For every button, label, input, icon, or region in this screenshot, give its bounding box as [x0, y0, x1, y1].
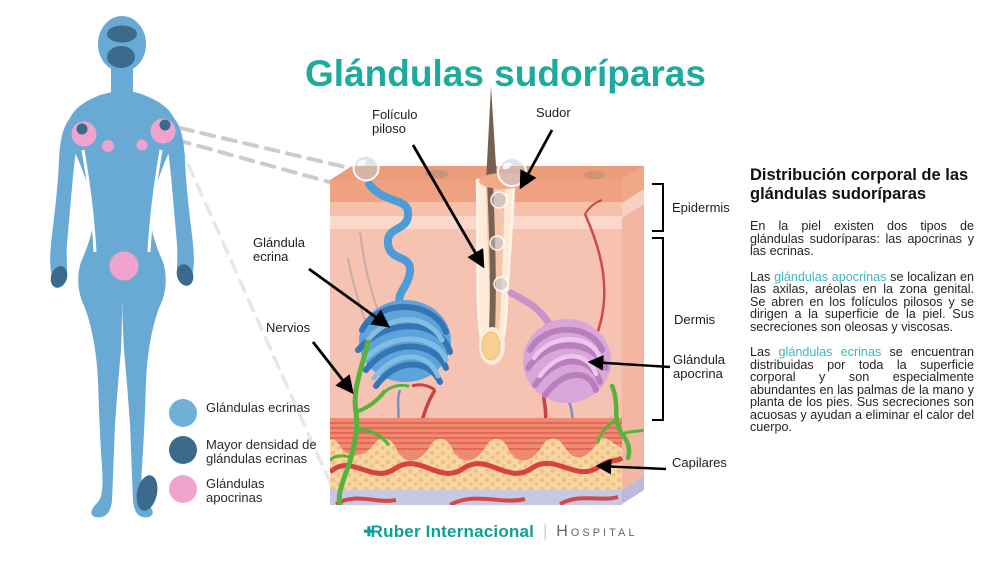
epidermis-bracket: [652, 183, 664, 232]
label-nervios: Nervios: [266, 320, 311, 335]
p2-lead: Las: [750, 269, 775, 284]
footer-logo: ✚Ruber Internacional | Hospital: [0, 522, 1001, 542]
label-epidermis: Epidermis: [672, 200, 730, 215]
skin-cross-section: [330, 86, 644, 505]
legend-item-apocrinas: Glándulas apocrinas: [169, 474, 329, 505]
label-dermis: Dermis: [674, 312, 716, 327]
label-glandula-ecrina: Glándula ecrina: [253, 235, 306, 264]
dense-eccrine-swatch: [169, 436, 197, 464]
label-capilares: Capilares: [672, 455, 727, 470]
nervios-arrow: [311, 341, 354, 395]
body-map-legend: Glándulas ecrinas Mayor densidad de glán…: [169, 398, 329, 513]
sweat-droplets: [489, 191, 509, 292]
zoom-dashed-lines: [175, 126, 364, 489]
panel-paragraph-intro: En la piel existen dos tipos de glándula…: [750, 219, 974, 259]
legend-label: Mayor densidad de glándulas ecrinas: [206, 437, 317, 467]
panel-heading: Distribución corporal de las glándulas s…: [750, 166, 969, 204]
page-title: Glándulas sudoríparas: [305, 52, 706, 94]
p2-term: glándulas apocrinas: [774, 269, 887, 284]
p2-rest: se localizan en las axilas, aréolas en l…: [750, 269, 974, 334]
apocrina-pointer: [587, 355, 671, 371]
p3-rest: se encuentran distribuidas por toda la s…: [750, 345, 975, 435]
panel-paragraph-ecrinas: Las glándulas ecrinas se encuentran dist…: [750, 346, 974, 434]
cross-icon: ✚: [363, 524, 375, 539]
label-sudor: Sudor: [536, 105, 571, 120]
layer-brackets: [652, 183, 664, 421]
nerves: [330, 339, 644, 505]
panel-paragraph-apocrinas: Las glándulas apocrinas se localizan en …: [750, 269, 974, 334]
dermis-bracket: [652, 237, 664, 421]
legend-label: Glándulas ecrinas: [206, 400, 311, 415]
label-foliculo-piloso: Folículo piloso: [372, 107, 418, 136]
foliculo-arrow: [411, 144, 485, 269]
apocrine-zones: [71, 118, 176, 281]
annotation-arrows: [308, 129, 671, 475]
p3-term: glándulas ecrinas: [778, 345, 882, 360]
apocrine-swatch: [169, 475, 197, 504]
label-glandula-apocrina: Glándula apocrina: [673, 352, 726, 381]
dense-eccrine-zones: [50, 25, 194, 511]
capilares-arrow: [595, 458, 667, 475]
hair-follicle: [475, 177, 516, 365]
legend-label: Glándulas apocrinas: [206, 476, 265, 506]
info-panel: Distribución corporal de las glándulas s…: [750, 166, 974, 447]
body-figure: [50, 16, 194, 518]
sudor-arrow: [519, 129, 554, 190]
hair-shaft: [486, 86, 497, 182]
legend-item-densidad: Mayor densidad de glándulas ecrinas: [169, 435, 329, 466]
brand-name: ✚Ruber Internacional: [363, 522, 535, 541]
legend-item-ecrinas: Glándulas ecrinas: [169, 398, 329, 427]
hospital-wordmark: Hospital: [556, 523, 638, 540]
ecrina-arrow: [308, 267, 391, 328]
eccrine-swatch: [169, 399, 197, 427]
p3-lead: Las: [750, 345, 779, 360]
logo-divider: |: [543, 523, 548, 540]
